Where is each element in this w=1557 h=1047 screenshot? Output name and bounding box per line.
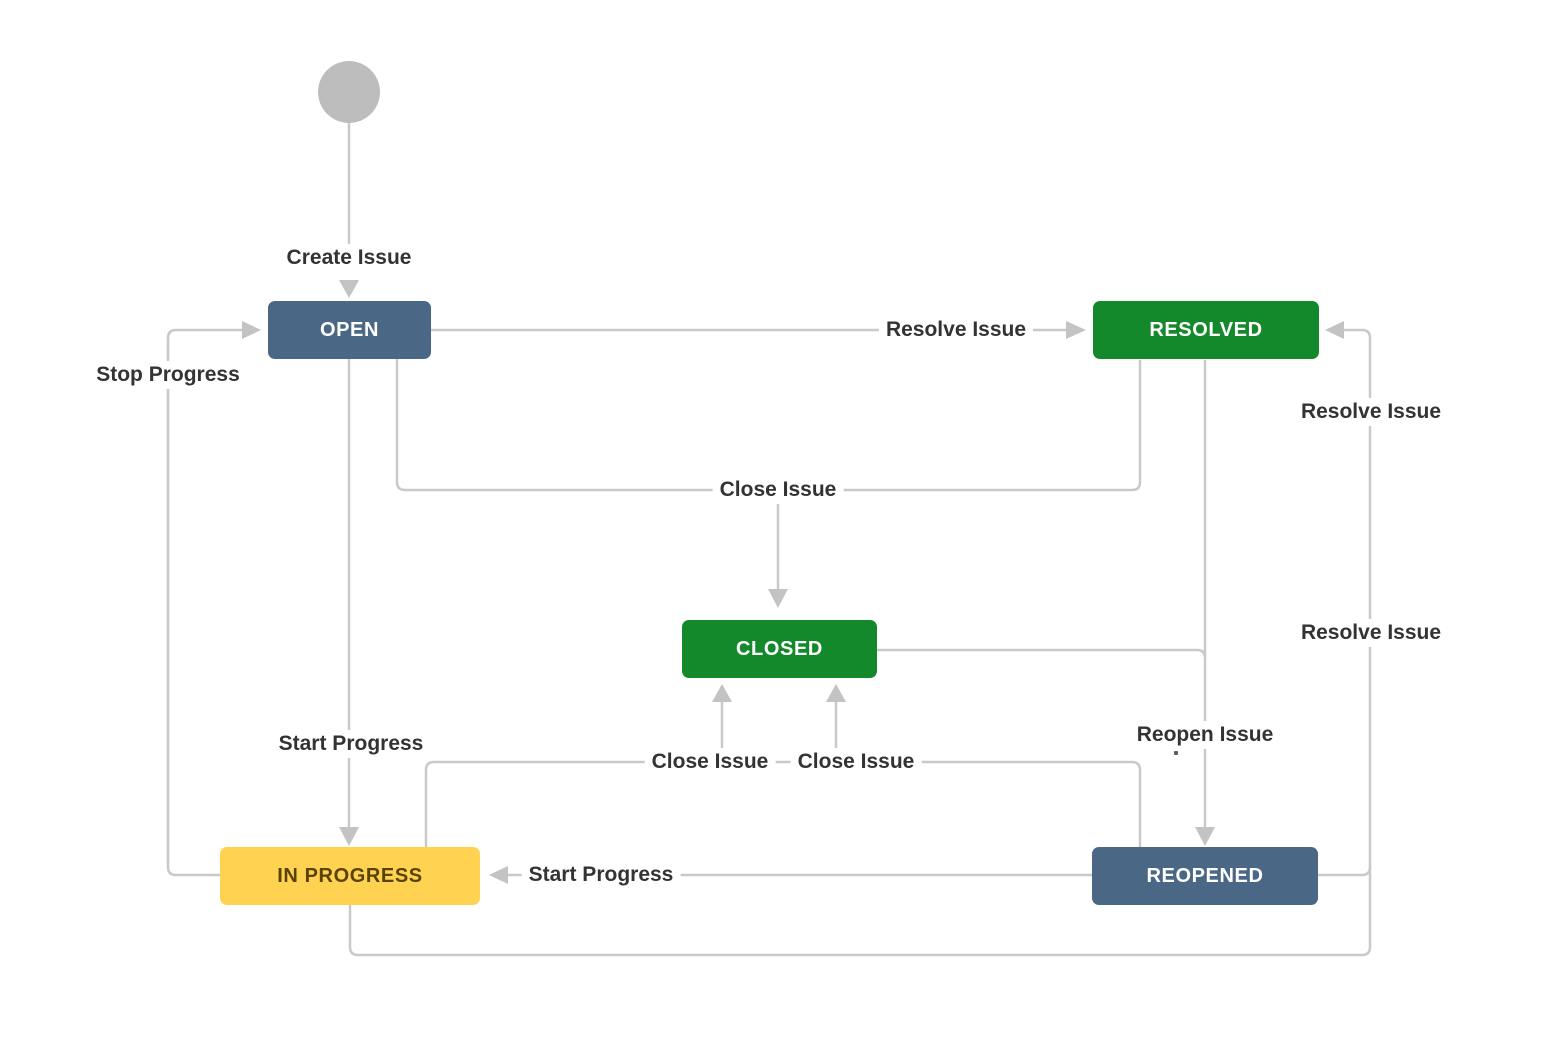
edge-reopened-resolved (1318, 866, 1372, 877)
transition-label-start-progress-lower[interactable]: Start Progress (521, 860, 681, 890)
transition-label-reopen-issue[interactable]: Reopen Issue (1129, 720, 1281, 750)
arrowhead-into-inprogress-right (489, 866, 508, 884)
arrowhead-into-resolved-right (1325, 321, 1344, 339)
arrowhead-into-closed-bottom-right (826, 684, 846, 702)
arrowhead-into-open-top (339, 280, 359, 298)
transition-label-create-issue[interactable]: Create Issue (279, 243, 419, 273)
edge-inprogress-reopened-closeissue (424, 760, 1142, 848)
transition-label-close-issue-right[interactable]: Close Issue (790, 747, 922, 777)
node-resolved[interactable]: RESOLVED (1093, 301, 1319, 359)
node-open[interactable]: OPEN (268, 301, 431, 359)
arrowhead-into-closed-top (768, 589, 788, 608)
transition-label-resolve-issue-right-lower[interactable]: Resolve Issue (1293, 618, 1449, 648)
transition-point-dot (1174, 751, 1178, 755)
edge-open-resolved-closeissue (395, 359, 1142, 492)
edge-inprogress-open (166, 328, 242, 877)
node-in-progress[interactable]: IN PROGRESS (220, 847, 480, 905)
node-reopened[interactable]: REOPENED (1092, 847, 1318, 905)
arrowhead-into-reopened-top (1195, 827, 1215, 846)
edge-inprogress-resolved (348, 328, 1372, 957)
edge-closed-reopened (877, 648, 1207, 659)
transition-label-start-progress-upper[interactable]: Start Progress (271, 729, 431, 759)
arrowhead-into-open-left (242, 321, 261, 339)
transition-label-stop-progress[interactable]: Stop Progress (89, 360, 247, 390)
arrowhead-into-closed-bottom-left (712, 684, 732, 702)
node-closed[interactable]: CLOSED (682, 620, 877, 678)
arrowhead-into-inprogress-top (339, 827, 359, 846)
transition-label-resolve-issue-right-upper[interactable]: Resolve Issue (1293, 397, 1449, 427)
transition-label-resolve-issue-top[interactable]: Resolve Issue (878, 315, 1034, 345)
start-node-circle[interactable] (318, 61, 380, 123)
transition-label-close-issue-mid[interactable]: Close Issue (712, 475, 844, 505)
transition-label-close-issue-left[interactable]: Close Issue (644, 747, 776, 777)
arrowhead-into-resolved-left (1066, 321, 1086, 339)
